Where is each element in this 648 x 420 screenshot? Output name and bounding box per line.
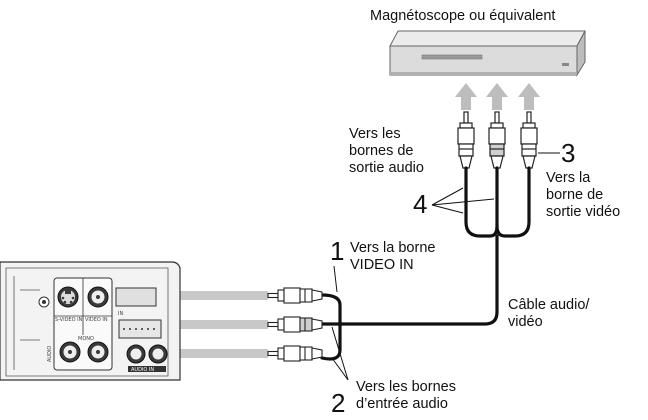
rca-plug-video-yellow <box>520 111 538 169</box>
callout-3-line-1: Vers la <box>546 170 591 186</box>
cable-line-2: vidéo <box>508 314 543 330</box>
panel-label-audio-in: AUDIO IN <box>131 367 154 373</box>
direction-arrows <box>455 83 540 110</box>
projector-panel: S-VIDEO IN VIDEO IN MONO AUDIO IN IN AUD… <box>0 261 181 381</box>
vcr-device <box>389 30 586 77</box>
rca-plug-audio-in-right <box>267 345 323 362</box>
rca-plug-audio-white <box>457 111 475 169</box>
cable-label: Câble audio/ vidéo <box>508 297 589 331</box>
panel-label-mono: MONO <box>78 336 94 342</box>
callout-3-number: 3 <box>561 138 576 168</box>
audio-out-line-2: bornes de <box>349 143 414 159</box>
callout-3-line-2: borne de <box>546 187 604 203</box>
rca-plug-audio-in-left <box>267 316 323 333</box>
callout-1-label: Vers la borne VIDEO IN <box>350 240 435 274</box>
callout-1-line <box>333 265 338 293</box>
callout-4-lines <box>431 187 495 214</box>
rca-plug-video-in <box>267 287 323 304</box>
audio-out-line-3: sortie audio <box>349 160 424 176</box>
callout-3-line-3: sortie vidéo <box>546 204 621 220</box>
callout-1-line-1: Vers la borne <box>350 240 436 256</box>
callout-4-number: 4 <box>413 189 428 219</box>
vcr-title: Magnétoscope ou équivalent <box>370 8 556 24</box>
callout-1-number: 1 <box>330 236 345 266</box>
callout-2-line-1: Vers les bornes <box>356 379 456 395</box>
callout-2-line-2: d’entrée audio <box>356 396 448 412</box>
audio-out-line-1: Vers les <box>349 126 401 142</box>
panel-label-video: VIDEO IN <box>85 317 108 323</box>
callout-1-line-2: VIDEO IN <box>350 257 414 273</box>
av-cable <box>320 166 531 361</box>
cable-line-1: Câble audio/ <box>508 297 590 313</box>
panel-label-svideo: S-VIDEO IN <box>55 317 83 323</box>
callout-2-number: 2 <box>331 388 346 418</box>
panel-label-audio: AUDIO <box>47 346 53 362</box>
callout-2-label: Vers les bornes d’entrée audio <box>356 379 456 413</box>
callout-2-lines <box>331 326 349 381</box>
rca-plug-audio-red <box>488 111 506 169</box>
panel-label-in: IN <box>118 311 123 317</box>
callout-3-label: Vers la borne de sortie vidéo <box>546 170 620 221</box>
audio-out-label: Vers les bornes de sortie audio <box>349 126 424 177</box>
